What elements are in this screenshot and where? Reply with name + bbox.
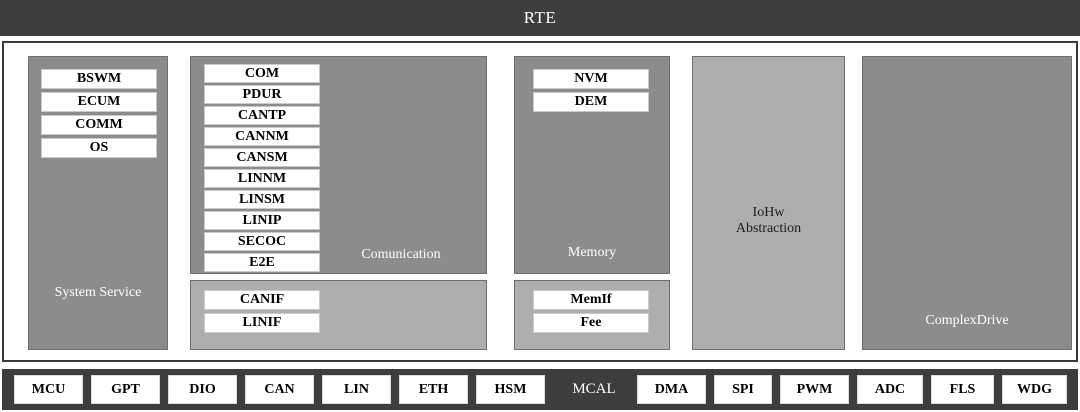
module-cansm[interactable]: CANSM [204, 148, 320, 167]
mcal-module-gpt[interactable]: GPT [91, 375, 160, 404]
module-bswm[interactable]: BSWM [41, 69, 157, 89]
mcal-label: MCAL [572, 381, 616, 397]
column-communication[interactable]: COM PDUR CANTP CANNM CANSM LINNM LINSM L… [190, 56, 487, 274]
module-linsm[interactable]: LINSM [204, 190, 320, 209]
module-e2e[interactable]: E2E [204, 253, 320, 272]
module-memif[interactable]: MemIf [533, 290, 649, 310]
column-memory-interface[interactable]: MemIf Fee [514, 280, 670, 350]
column-label-memory: Memory [567, 245, 617, 260]
column-complex-drive[interactable]: ComplexDrive [862, 56, 1072, 350]
column-memory[interactable]: NVM DEM Memory [514, 56, 670, 274]
module-com[interactable]: COM [204, 64, 320, 83]
module-cantp[interactable]: CANTP [204, 106, 320, 125]
column-iohw-abstraction[interactable]: IoHw Abstraction [692, 56, 845, 350]
mcal-module-pwm[interactable]: PWM [780, 375, 849, 404]
module-linif[interactable]: LINIF [204, 313, 320, 333]
column-label-iohw-line1: IoHw [752, 205, 785, 220]
module-canif[interactable]: CANIF [204, 290, 320, 310]
mcal-module-can[interactable]: CAN [245, 375, 314, 404]
mcal-layer-bar: MCU GPT DIO CAN LIN ETH HSM MCAL DMA SPI… [2, 369, 1078, 410]
column-label-iohw-line2: Abstraction [735, 221, 802, 237]
column-label-iohw-abstraction: IoHw Abstraction [693, 205, 844, 237]
module-ecum[interactable]: ECUM [41, 92, 157, 112]
module-comm[interactable]: COMM [41, 115, 157, 135]
column-label-complex-drive: ComplexDrive [925, 313, 1009, 328]
bsw-layer-container: BSWM ECUM COMM OS System Service COM PDU… [2, 41, 1078, 362]
mcal-module-fls[interactable]: FLS [931, 375, 994, 404]
mcal-module-adc[interactable]: ADC [857, 375, 923, 404]
mcal-module-mcu[interactable]: MCU [14, 375, 83, 404]
mcal-module-eth[interactable]: ETH [399, 375, 468, 404]
rte-layer-bar: RTE [0, 0, 1080, 36]
mcal-module-hsm[interactable]: HSM [476, 375, 545, 404]
module-linip[interactable]: LINIP [204, 211, 320, 230]
mcal-module-lin[interactable]: LIN [322, 375, 391, 404]
mcal-module-spi[interactable]: SPI [714, 375, 772, 404]
column-system-service[interactable]: BSWM ECUM COMM OS System Service [28, 56, 168, 350]
module-pdur[interactable]: PDUR [204, 85, 320, 104]
column-label-communication: Comunication [361, 247, 441, 262]
module-dem[interactable]: DEM [533, 92, 649, 112]
module-secoc[interactable]: SECOC [204, 232, 320, 251]
module-cannm[interactable]: CANNM [204, 127, 320, 146]
mcal-module-wdg[interactable]: WDG [1002, 375, 1067, 404]
column-communication-interface[interactable]: CANIF LINIF [190, 280, 487, 350]
column-label-system-service: System Service [54, 285, 142, 300]
mcal-module-dio[interactable]: DIO [168, 375, 237, 404]
module-fee[interactable]: Fee [533, 313, 649, 333]
mcal-module-dma[interactable]: DMA [637, 375, 706, 404]
rte-label: RTE [523, 8, 557, 27]
module-linnm[interactable]: LINNM [204, 169, 320, 188]
module-nvm[interactable]: NVM [533, 69, 649, 89]
module-os[interactable]: OS [41, 138, 157, 158]
